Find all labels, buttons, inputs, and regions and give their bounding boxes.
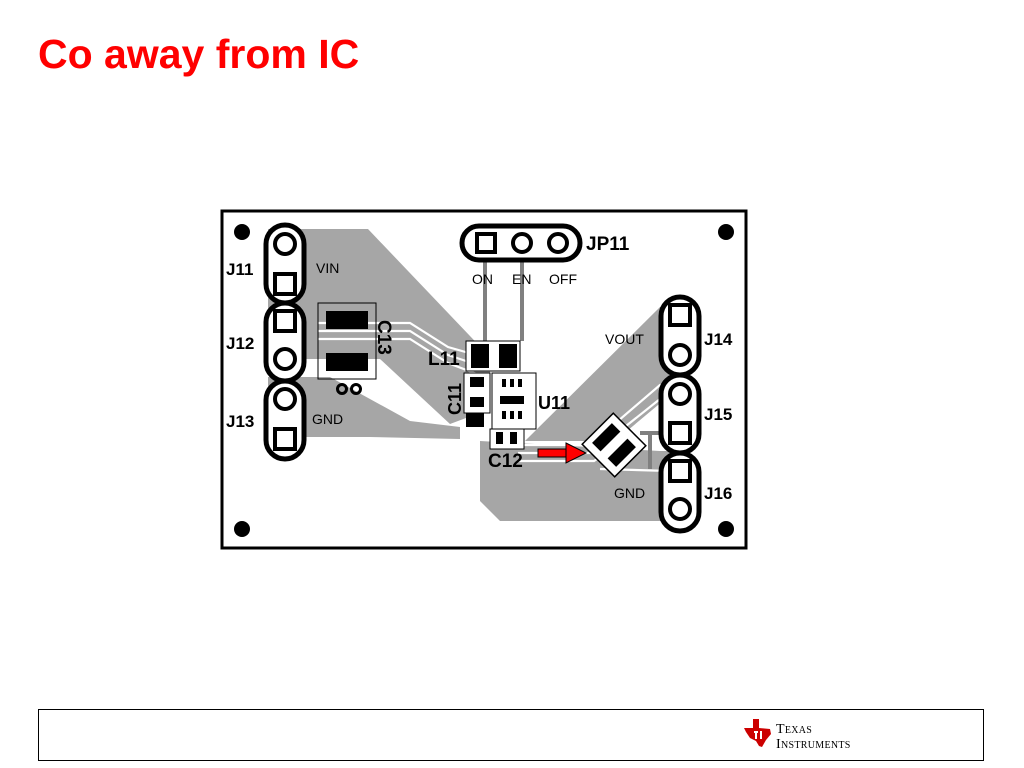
vin-copper-pour	[268, 229, 490, 424]
net-label-vout: VOUT	[605, 331, 644, 347]
net-label-gnd-right: GND	[614, 485, 645, 501]
logo-text-instruments-rest: NSTRUMENTS	[780, 740, 851, 751]
mounting-hole	[718, 521, 734, 537]
logo-text-texas-initial: T	[776, 722, 785, 737]
connector-j16	[658, 450, 702, 534]
texas-instruments-logo: TEXAS INSTRUMENTS	[744, 716, 874, 754]
label-j12: J12	[226, 334, 254, 353]
label-j15: J15	[704, 405, 732, 424]
connector-j14	[658, 294, 702, 378]
jumper-label-on: ON	[472, 271, 493, 287]
connector-j15	[658, 372, 702, 456]
mounting-hole	[718, 224, 734, 240]
capacitor-c11	[463, 372, 491, 427]
label-j11: J11	[226, 260, 253, 279]
label-jp11: JP11	[586, 234, 630, 255]
ic-u11	[491, 372, 537, 430]
net-label-vin: VIN	[316, 260, 339, 276]
label-c12: C12	[488, 451, 523, 472]
jumper-label-en: EN	[512, 271, 531, 287]
vout-copper-pour	[525, 307, 682, 441]
label-j16: J16	[704, 484, 732, 503]
connector-j12	[263, 300, 307, 384]
net-label-gnd-left: GND	[312, 411, 343, 427]
red-arrow-icon	[537, 442, 588, 464]
label-j13: J13	[226, 412, 254, 431]
label-c11: C11	[445, 383, 465, 415]
gnd-copper-pour-left	[268, 377, 460, 439]
capacitor-c13	[317, 302, 377, 395]
label-l11: L11	[428, 349, 460, 370]
slide-title: Co away from IC	[38, 31, 360, 77]
mounting-hole	[234, 521, 250, 537]
output-capacitor-co	[581, 412, 647, 478]
logo-text-texas-rest: EXAS	[784, 725, 813, 736]
label-u11: U11	[538, 393, 570, 413]
label-c13: C13	[373, 320, 394, 355]
label-j14: J14	[704, 330, 733, 349]
logo-text-instruments-initial: I	[776, 737, 781, 752]
texas-state-icon	[744, 719, 771, 747]
mounting-hole	[234, 224, 250, 240]
pcb-layout-diagram: J11 J12 J13 J14 J15 J16 JP11 U11 C12 L11…	[220, 209, 748, 550]
capacitor-c12	[489, 428, 525, 450]
inductor-l11	[465, 340, 521, 372]
jumper-label-off: OFF	[549, 271, 577, 287]
footer-bar	[38, 709, 984, 761]
connector-j13	[263, 378, 307, 462]
connector-j11	[263, 222, 307, 306]
jumper-jp11	[459, 223, 583, 263]
